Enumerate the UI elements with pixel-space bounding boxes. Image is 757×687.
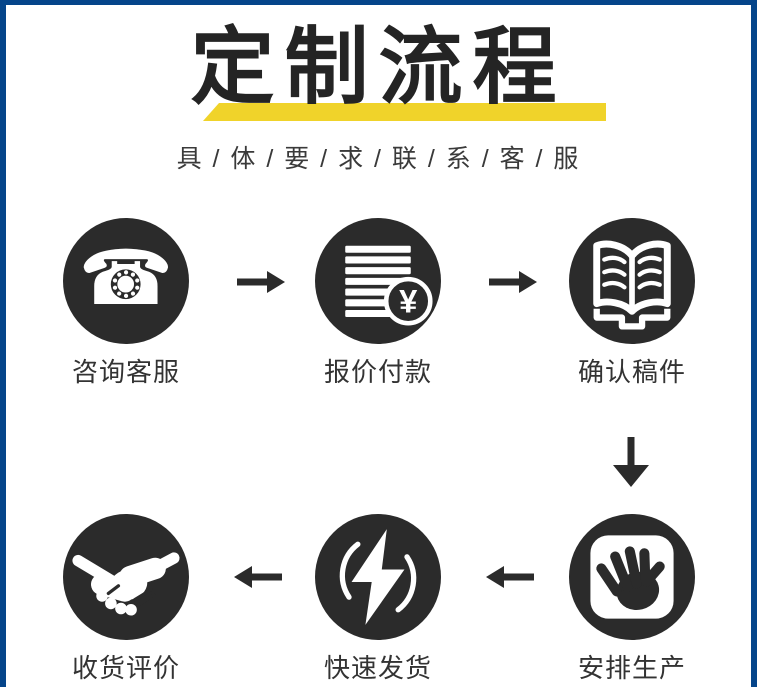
step-consult-circle: ☎ [63,218,189,344]
step-shipping-circle [315,514,441,640]
arrow-right-icon [237,268,285,296]
phone-icon: ☎ [78,233,174,322]
step-shipping-label: 快速发货 [323,653,433,683]
step-production-label: 安排生产 [577,653,687,683]
arrow-left-icon [234,563,282,591]
yuan-symbol: ¥ [399,283,418,320]
arrow-left-icon [486,563,534,591]
step-review-circle [63,514,189,640]
arrow-down-icon [609,437,653,487]
step-confirm-label: 确认稿件 [577,357,687,387]
step-production-circle [569,514,695,640]
confirm-manuscript-book-icon [593,240,671,330]
frame-border-left [0,0,6,687]
arrow-right-icon [489,268,537,296]
arrange-production-hand-icon [590,535,674,619]
frame-border-right [751,0,757,687]
step-quote-circle: ¥ [315,218,441,344]
fast-shipping-lightning-icon [339,529,417,625]
frame-border-top [0,0,757,5]
page-title: 定制流程 [190,20,567,114]
step-consult-label: 咨询客服 [71,357,181,387]
page-subtitle: 具 / 体 / 要 / 求 / 联 / 系 / 客 / 服 [176,145,581,173]
receive-review-handshake-icon [72,552,180,616]
quote-payment-icon: ¥ [345,245,433,326]
step-review-label: 收货评价 [71,653,181,683]
step-quote-label: 报价付款 [323,357,433,387]
step-confirm-circle [569,218,695,344]
title-highlight-bar [203,103,606,121]
